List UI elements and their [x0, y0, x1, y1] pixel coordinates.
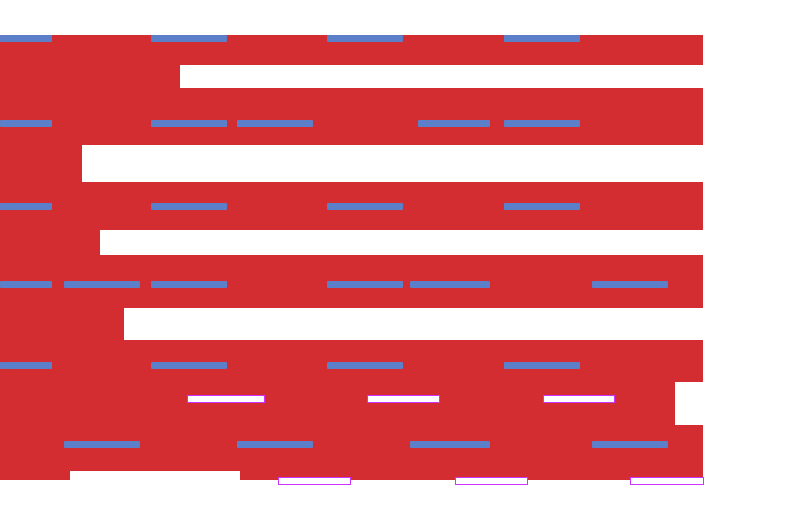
text-bar-r4-c5 — [410, 281, 490, 288]
text-bar-r5-c4 — [504, 362, 580, 369]
text-bar-r6-c1 — [64, 441, 140, 448]
text-bar-r3-c2 — [151, 203, 227, 210]
redaction-region-10 — [0, 382, 675, 425]
text-bar-r4-c3 — [151, 281, 227, 288]
highlight-bar-r2-c2[interactable] — [455, 477, 528, 485]
text-bar-r1-c2 — [151, 35, 227, 42]
white-gap-5 — [675, 382, 703, 425]
text-bar-r4-c6 — [592, 281, 668, 288]
redaction-region-8 — [0, 308, 124, 340]
redaction-region-11 — [0, 425, 703, 471]
text-bar-r5-c3 — [327, 362, 403, 369]
white-gap-3 — [100, 230, 703, 255]
text-bar-r3-c3 — [327, 203, 403, 210]
white-gap-1 — [180, 65, 703, 88]
highlight-bar-r2-c3[interactable] — [630, 477, 704, 485]
text-bar-r6-c4 — [592, 441, 668, 448]
redaction-region-13 — [240, 471, 703, 480]
highlight-bar-r1-c1[interactable] — [187, 395, 265, 403]
text-bar-r3-c1 — [0, 203, 52, 210]
text-bar-r2-c3 — [237, 120, 313, 127]
text-bar-r2-c4 — [418, 120, 490, 127]
text-bar-r2-c1 — [0, 120, 52, 127]
text-bar-r1-c4 — [504, 35, 580, 42]
white-gap-2 — [82, 145, 703, 182]
text-bar-r1-c3 — [327, 35, 403, 42]
text-bar-r5-c1 — [0, 362, 52, 369]
text-bar-r6-c2 — [237, 441, 313, 448]
highlight-bar-r1-c3[interactable] — [543, 395, 615, 403]
white-gap-6 — [70, 471, 240, 480]
highlight-bar-r1-c2[interactable] — [367, 395, 440, 403]
text-bar-r4-c1 — [0, 281, 52, 288]
redaction-region-9 — [0, 340, 703, 382]
redaction-region-3 — [0, 88, 703, 145]
white-gap-4 — [124, 308, 703, 340]
redaction-region-4 — [0, 145, 82, 182]
text-bar-r6-c3 — [410, 441, 490, 448]
redaction-region-12 — [0, 471, 70, 480]
text-bar-r2-c2 — [151, 120, 227, 127]
text-bar-r1-c1 — [0, 35, 52, 42]
text-bar-r3-c4 — [504, 203, 580, 210]
text-bar-r4-c2 — [64, 281, 140, 288]
redaction-region-6 — [0, 230, 100, 255]
text-bar-r4-c4 — [327, 281, 403, 288]
text-bar-r5-c2 — [151, 362, 227, 369]
text-bar-r2-c5 — [504, 120, 580, 127]
highlight-bar-r2-c1[interactable] — [278, 477, 351, 485]
redaction-region-2 — [0, 65, 180, 88]
